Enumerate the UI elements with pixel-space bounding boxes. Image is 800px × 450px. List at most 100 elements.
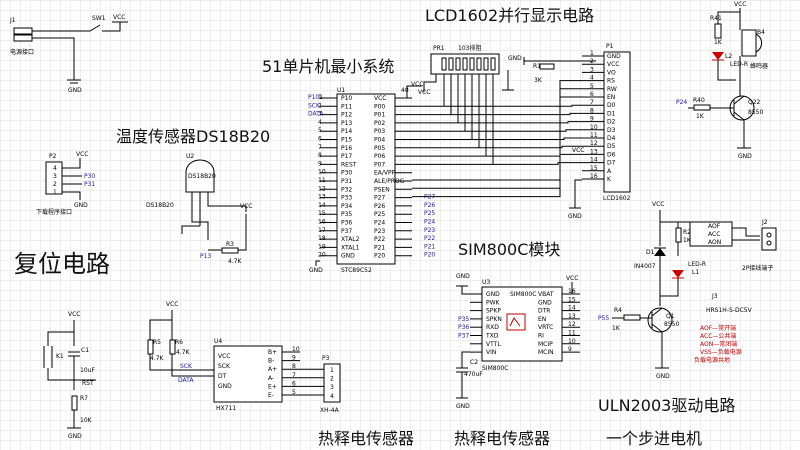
- lcd-pin-label: D5: [607, 143, 616, 150]
- vcc-label-pr1: VCC: [418, 89, 430, 96]
- mcu-left-pin-num: 6: [318, 136, 322, 143]
- title-pir-1: 热释电传感器: [318, 429, 414, 448]
- vcc-label-relay: VCC: [652, 201, 664, 208]
- u3-vin-wire: [461, 351, 470, 368]
- relay-legend-2: ACC—公共端: [700, 332, 736, 340]
- mcu-left-pin-label: REST: [341, 161, 357, 168]
- r7-body: [71, 395, 78, 411]
- u3-net: P36: [458, 324, 469, 331]
- mcu-left-net: SCK: [308, 102, 321, 109]
- lcd1602-p1: P1 GND1VCC2VO3RS4RW5EN6D07D18D29D310D411…: [568, 43, 631, 220]
- mcu-right-pin-label: ALE/PROG: [374, 178, 405, 185]
- j1-connector: [13, 27, 33, 35]
- lcd-pin-label: D3: [607, 127, 616, 134]
- d1-part: IN4007: [634, 263, 656, 270]
- gnd-wire-1: [32, 37, 75, 80]
- r40-ref: R40: [693, 97, 705, 104]
- lcd-pin-num: 2: [590, 58, 594, 65]
- u4-part: HX711: [216, 405, 236, 412]
- buzzer-body: [741, 29, 757, 57]
- ctrl-wire: [412, 88, 582, 189]
- gnd-label-q22: GND: [738, 153, 752, 160]
- l1-value: LED-R: [688, 261, 706, 268]
- lcd-pin-num: 12: [590, 140, 598, 147]
- u3-ref: U3: [482, 279, 490, 286]
- u3-left-pin-label: RXD: [486, 324, 499, 331]
- pr1-vcc: [423, 74, 437, 92]
- mcu-left-pin-num: 1: [318, 94, 322, 101]
- title-sim800c: SIM800C模块: [458, 240, 560, 259]
- lcd-pin-num: 9: [590, 116, 594, 123]
- u3-part: SIM800C: [482, 365, 508, 372]
- u2-wire-3: [207, 192, 247, 212]
- gnd-label-reset: GND: [68, 433, 82, 440]
- ds18b20-u2: U2 DS18B20 DS18B20 VCC R3 4.7K P13: [146, 153, 252, 265]
- p2-ref: P2: [49, 153, 57, 160]
- lcd-pin-num: 13: [590, 148, 598, 155]
- r3-ref: R3: [226, 241, 234, 248]
- u4-left-pin-label: DT: [218, 373, 227, 380]
- mcu-ref: U1: [337, 87, 345, 94]
- l2-value: LED-R: [730, 61, 748, 68]
- p3-pin-num: 2: [330, 376, 334, 383]
- power-wire-2: [102, 22, 121, 32]
- gnd-label-1: GND: [68, 87, 82, 94]
- j1-connector-2: [13, 34, 33, 42]
- mcu-left-pin-num: 17: [318, 227, 326, 234]
- buzzer-ref: B4: [757, 29, 765, 36]
- mcu-right-pin-label: P01: [374, 112, 385, 119]
- u3-right-pin-label: DTR: [538, 308, 550, 315]
- lcd-pin-label: D1: [607, 110, 616, 117]
- mcu-right-pin-label: P00: [374, 103, 385, 110]
- pr1-resistor: [455, 57, 461, 71]
- pr1-resistor: [441, 57, 447, 71]
- data-bus-wires: [412, 80, 582, 198]
- p2-download-port: P2 4 3 2 1 VCC P30 P31 GND 下载程序接口: [36, 151, 95, 216]
- mcu-left-pin-label: P34: [341, 203, 352, 210]
- mcu-part: STC89C52: [341, 267, 372, 274]
- p3-ref: P3: [322, 355, 330, 362]
- relay-contact-1: [732, 227, 760, 237]
- mcu-left-pin-num: 14: [318, 202, 326, 209]
- mcu-right-net: P23: [424, 227, 435, 234]
- mcu-left-pin-num: 7: [318, 144, 322, 151]
- mcu-right-pin-label: P27: [374, 195, 385, 202]
- u3-left-pin-label: TXD: [485, 333, 499, 340]
- lcd-pin-num: 16: [590, 173, 598, 180]
- p3-body: [323, 363, 341, 403]
- u3-right-pin-label: EN: [538, 316, 546, 323]
- l2-ref: L2: [725, 53, 732, 60]
- mcu-right-pin-label: P22: [374, 236, 385, 243]
- relay-vcc-wire: [659, 210, 690, 223]
- c2-value: 470uF: [464, 371, 483, 378]
- q22-ref: Q22: [748, 99, 761, 106]
- u4-right-pin-label: A-: [268, 375, 274, 382]
- mcu-right-pin-label: P25: [374, 211, 385, 218]
- vcc-label-p2: VCC: [76, 151, 88, 158]
- mcu-left-pin-num: 19: [318, 243, 326, 250]
- vcc-label-u3: VCC: [566, 275, 578, 282]
- u4-right-pin-label: B+: [268, 349, 277, 356]
- mcu-vcc-wire: [395, 85, 422, 99]
- mcu-left-pin-num: 18: [318, 235, 326, 242]
- lcd-pin-label: D2: [607, 119, 616, 126]
- r2-value: 1K: [683, 237, 692, 244]
- reset-wire-1: [47, 320, 75, 346]
- u4-sck-wire: [149, 354, 214, 371]
- d1-diode-icon: [654, 248, 666, 256]
- p2-num-3: 3: [53, 173, 57, 180]
- p3-pin-num: 4: [330, 393, 334, 400]
- buzzer-icon: [755, 33, 763, 53]
- lcd-ref: P1: [606, 43, 614, 50]
- lcd-pin-num: 10: [590, 124, 598, 131]
- title-reset: 复位电路: [14, 250, 110, 278]
- pr1-resistor: [469, 57, 475, 71]
- c1-ref: C1: [81, 347, 89, 354]
- u4-right-pin-num: 10: [292, 346, 300, 353]
- mcu-left-pin-label: P15: [341, 137, 352, 144]
- u3-right-pin-label: VBAT: [538, 291, 554, 298]
- u3-right-pin-label: MCIN: [538, 349, 554, 356]
- gnd-label-r1: GND: [508, 55, 522, 62]
- gnd-label-p2: GND: [74, 202, 88, 209]
